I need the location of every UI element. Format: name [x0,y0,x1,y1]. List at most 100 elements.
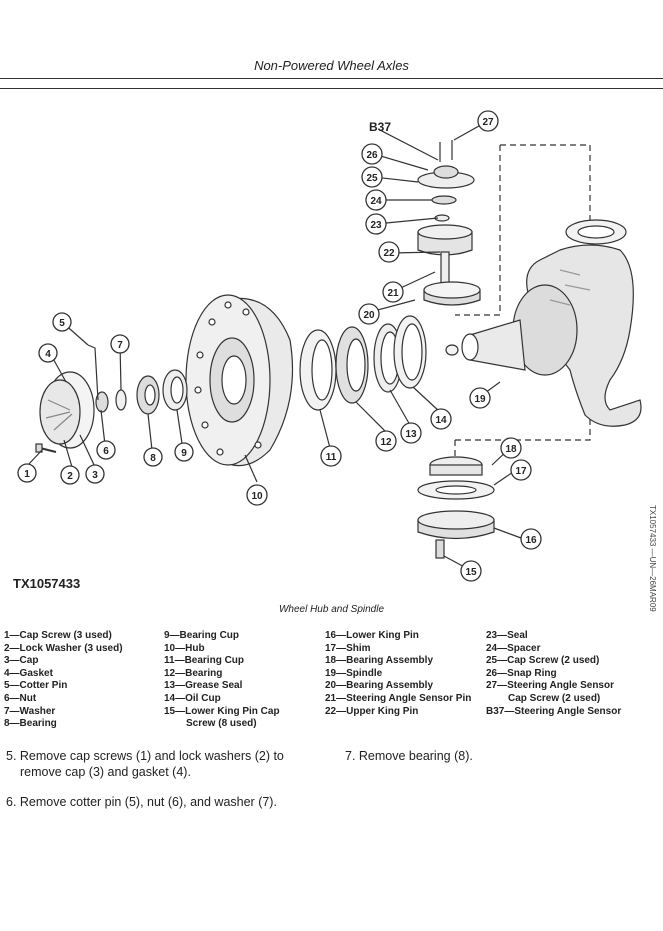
figure-caption: Wheel Hub and Spindle [278,604,385,615]
legend-item: 5—Cotter Pin [4,680,68,692]
callout-1 [17,463,37,483]
callout-22 [378,241,400,263]
step-7: 7. Remove bearing (8). [345,749,473,763]
legend-item: 23—Seal [486,630,528,641]
figure-side-code: TX1057433 —UN—26MAR09 [648,505,657,612]
callout-12 [375,430,397,452]
legend-item: 19—Spindle [325,667,383,679]
legend-item-continued: Screw (8 used) [186,718,257,730]
figure-id: TX1057433 [13,576,81,591]
callout-18-label: 18 [505,444,517,455]
callout-15-label: 15 [465,567,477,578]
callout-5-label: 5 [59,318,65,329]
callout-11 [320,445,342,467]
legend-item: 14—Oil Cup [164,692,221,704]
header-rule-bottom [0,88,663,89]
callout-11-label: 11 [326,452,337,463]
callout-27 [477,110,499,132]
callout-26-label: 26 [366,150,378,161]
callout-3-label: 3 [92,470,98,481]
callout-18 [500,437,522,459]
legend-item: 12—Bearing [164,667,223,679]
callout-17 [510,459,532,481]
callout-9-label: 9 [181,448,187,459]
legend-item: 26—Snap Ring [486,667,557,679]
legend-item: 7—Washer [4,705,56,717]
callout-19-label: 19 [474,394,486,405]
legend-item: 6—Nut [4,692,37,704]
step-5-line-2: remove cap (3) and gasket (4). [20,765,191,779]
step-6: 6. Remove cotter pin (5), nut (6), and w… [6,795,277,809]
callout-21-label: 21 [387,288,399,299]
callout-14-label: 14 [435,415,447,426]
legend-item: B37—Steering Angle Sensor [486,705,622,717]
legend-item: 10—Hub [164,642,205,654]
legend-item: 8—Bearing [4,718,57,730]
legend-item: 1—Cap Screw (3 used) [4,630,112,641]
callout-23 [365,213,387,235]
callout-26 [361,143,383,165]
callout-3 [85,464,105,484]
callout-b37-label: B37 [369,120,391,134]
callout-19 [469,387,491,409]
callout-12-label: 12 [380,437,392,448]
legend-item: 9—Bearing Cup [164,630,240,641]
callout-16-label: 16 [525,535,537,546]
callout-27-label: 27 [482,117,494,128]
legend-item: 22—Upper King Pin [325,705,419,717]
callout-9 [174,442,194,462]
legend-column-2: 9—Bearing Cup 10—Hub 11—Bearing Cup 12—B… [164,630,325,731]
callout-4 [38,343,58,363]
callout-8-label: 8 [150,453,156,464]
callout-8 [143,447,163,467]
callout-7-label: 7 [117,340,123,351]
legend-item: 3—Cap [4,655,39,667]
legend-item: 24—Spacer [486,642,541,654]
callout-10 [246,484,268,506]
page-header-title: Non-Powered Wheel Axles [254,58,409,73]
callout-4-label: 4 [45,349,51,360]
callout-7 [110,334,130,354]
legend-item: 17—Shim [325,642,371,654]
legend-column-4: 23—Seal 24—Spacer 25—Cap Screw (2 used) … [486,630,656,731]
legend-column-3: 16—Lower King Pin 17—Shim 18—Bearing Ass… [325,630,486,731]
step-5-line-1: 5. Remove cap screws (1) and lock washer… [6,749,284,763]
header-rule-top [0,78,663,79]
callout-22-label: 22 [383,248,395,259]
callout-16 [520,528,542,550]
legend-item: 21—Steering Angle Sensor Pin [325,692,472,704]
step-5: 5. Remove cap screws (1) and lock washer… [6,748,284,780]
callout-24-label: 24 [370,196,382,207]
legend-item: 18—Bearing Assembly [325,655,434,667]
callout-25 [361,166,383,188]
callout-2 [60,465,80,485]
legend-item: 27—Steering Angle Sensor [486,680,614,692]
legend-item: 20—Bearing Assembly [325,680,434,692]
exploded-diagram: 1 2 3 4 5 6 7 8 9 10 11 12 13 14 15 16 1… [17,110,642,582]
parts-legend: 1—Cap Screw (3 used) 2—Lock Washer (3 us… [4,630,659,731]
callout-2-label: 2 [67,471,73,482]
legend-item: 2—Lock Washer (3 used) [4,642,123,654]
callout-20-label: 20 [363,310,375,321]
legend-item-continued: Cap Screw (2 used) [508,692,601,704]
legend-item: 13—Grease Seal [164,680,243,692]
callout-25-label: 25 [366,173,378,184]
callout-5 [52,312,72,332]
legend-column-1: 1—Cap Screw (3 used) 2—Lock Washer (3 us… [4,630,164,731]
callout-23-label: 23 [370,220,382,231]
callout-6 [96,440,116,460]
callout-6-label: 6 [103,446,109,457]
callout-24 [365,189,387,211]
callout-10-label: 10 [251,491,263,502]
callout-20 [358,303,380,325]
legend-item: 16—Lower King Pin [325,630,419,641]
legend-item: 25—Cap Screw (2 used) [486,655,600,667]
callout-13 [400,422,422,444]
callout-14 [430,408,452,430]
legend-item: 4—Gasket [4,667,53,679]
legend-item: 11—Bearing Cup [164,655,245,667]
legend-item: 15—Lower King Pin Cap [164,705,280,717]
callout-1-label: 1 [24,469,30,480]
callout-17-label: 17 [515,466,527,477]
callout-21 [382,281,404,303]
